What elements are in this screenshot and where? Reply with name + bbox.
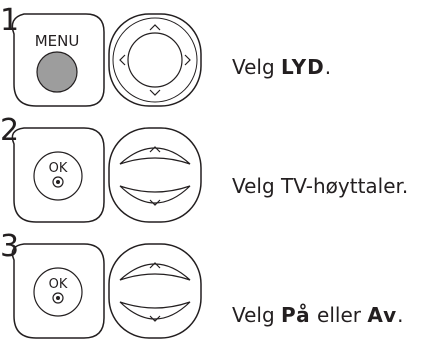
step-number: 2: [0, 113, 19, 148]
ok-updown-illustration: OK: [11, 243, 202, 339]
chevron-right-icon[interactable]: [184, 54, 191, 66]
down-button[interactable]: [119, 185, 191, 204]
instruction-text: Velg LYD.: [232, 55, 332, 79]
step-number: 1: [0, 3, 19, 38]
up-button[interactable]: [119, 147, 191, 165]
updown-rocker-housing: [108, 127, 202, 223]
chevron-down-icon: [149, 315, 161, 322]
menu-button-label: MENU: [35, 32, 80, 50]
ok-dot-icon: [52, 176, 64, 188]
ok-updown-illustration: OK: [11, 127, 202, 223]
chevron-down-icon[interactable]: [149, 89, 161, 96]
ok-button-label: OK: [49, 277, 68, 292]
chevron-down-icon: [149, 199, 161, 206]
up-button[interactable]: [119, 263, 191, 281]
ok-button[interactable]: [33, 151, 83, 201]
chevron-left-icon[interactable]: [119, 54, 126, 66]
ok-button-label: OK: [49, 161, 68, 176]
step-2: OK 2 Velg TV-høyttaler.: [0, 116, 436, 232]
ok-button[interactable]: [33, 267, 83, 317]
ok-dot-icon: [52, 292, 64, 304]
chevron-up-icon[interactable]: [149, 24, 161, 31]
instruction-text: Velg TV-høyttaler.: [232, 174, 409, 198]
updown-rocker-housing: [108, 243, 202, 339]
step-number: 3: [0, 229, 19, 264]
down-button[interactable]: [119, 301, 191, 320]
menu-navigation-illustration: MENU: [11, 13, 202, 107]
chevron-up-icon: [149, 146, 161, 153]
step-1: MENU 1 Velg LYD.: [0, 0, 436, 116]
instruction-text: Velg På eller Av.: [232, 303, 404, 327]
step-3: OK 3 Velg På eller Av.: [0, 232, 436, 348]
chevron-up-icon: [149, 262, 161, 269]
menu-button[interactable]: [36, 51, 78, 93]
navigation-pad-center: [127, 32, 183, 88]
